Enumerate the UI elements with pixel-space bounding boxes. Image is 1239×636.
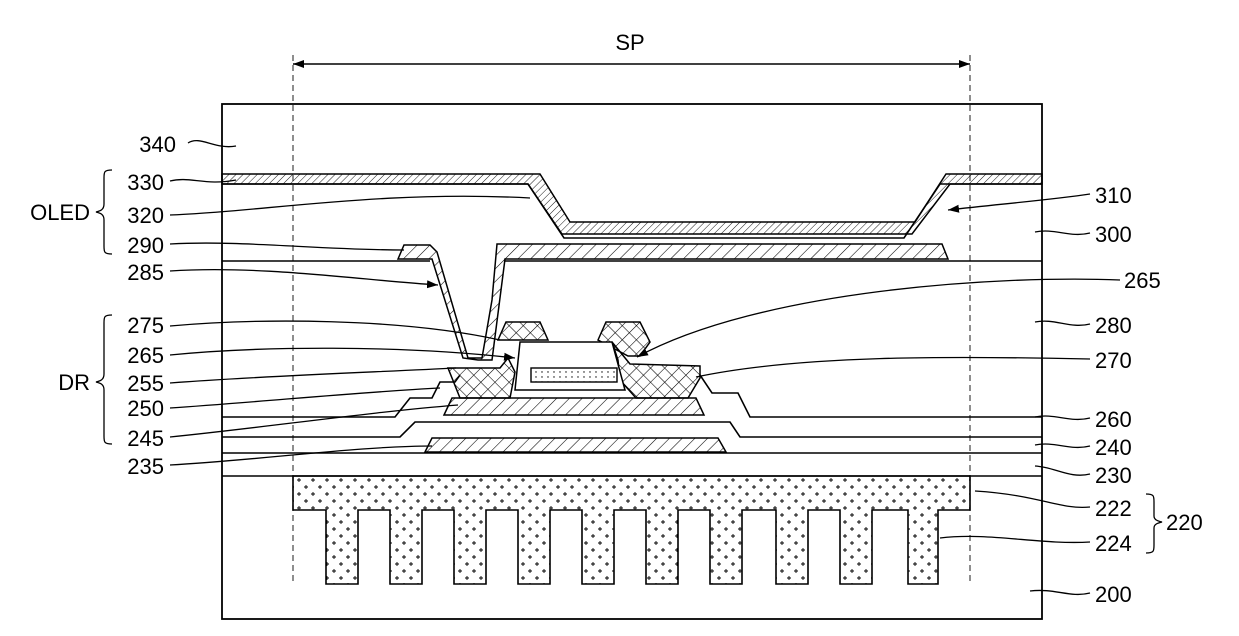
label-280: 280 [1095,313,1132,338]
label-270: 270 [1095,348,1132,373]
label-222: 222 [1095,496,1132,521]
bank-275-left [498,322,548,340]
label-300: 300 [1095,222,1132,247]
label-255: 255 [127,371,164,396]
source-electrode-265 [448,358,515,398]
group-220-brace [1146,494,1162,553]
label-dr: DR [58,370,90,395]
label-310: 310 [1095,183,1132,208]
sp-label: SP [615,30,644,55]
channel-270 [531,368,617,382]
light-extraction-layer-222-224 [293,476,970,584]
label-340: 340 [139,132,176,157]
label-285: 285 [127,260,164,285]
label-265-left: 265 [127,343,164,368]
label-320: 320 [127,203,164,228]
dr-brace [96,315,112,444]
label-oled: OLED [30,200,90,225]
label-290: 290 [127,233,164,258]
layer-240-line [222,422,1042,437]
label-230: 230 [1095,463,1132,488]
label-265-right: 265 [1124,268,1161,293]
label-275: 275 [127,313,164,338]
label-240: 240 [1095,435,1132,460]
label-330: 330 [127,170,164,195]
label-224: 224 [1095,531,1132,556]
label-250: 250 [127,396,164,421]
gate-235 [425,438,726,452]
label-200: 200 [1095,582,1132,607]
label-220: 220 [1166,510,1203,535]
active-layer-245 [444,398,704,415]
label-235: 235 [127,454,164,479]
label-245: 245 [127,426,164,451]
oled-brace [96,170,112,254]
cathode-330 [222,174,1042,234]
gate-insulator-250 [515,342,625,390]
label-260: 260 [1095,407,1132,432]
